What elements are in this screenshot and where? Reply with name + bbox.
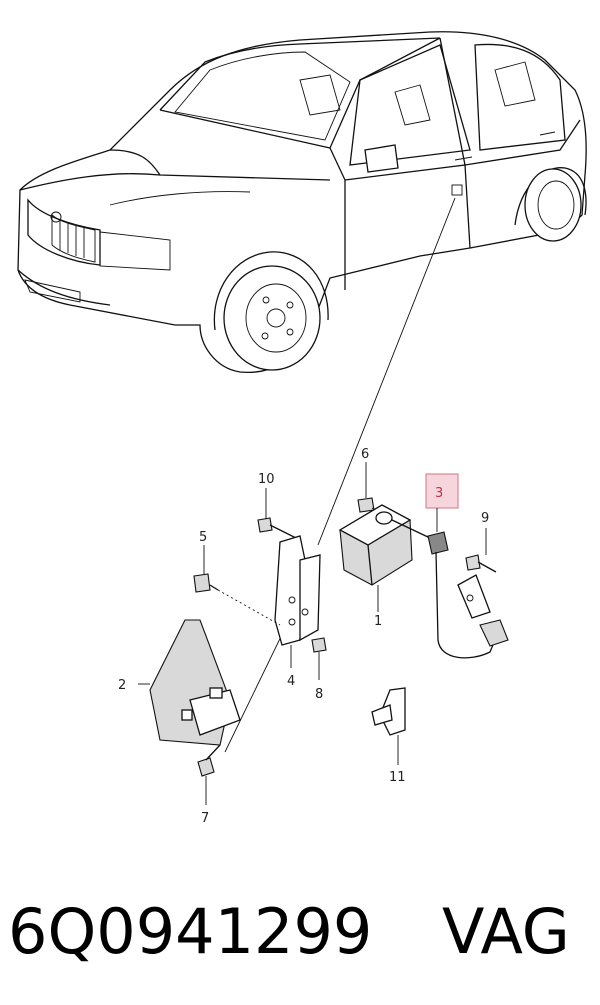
brand-label: VAG [442, 895, 570, 968]
bolt-10 [257, 488, 301, 541]
footer: 6Q0941299 VAG [0, 872, 600, 992]
clip-11 [371, 687, 406, 765]
callout-3: 3 [435, 486, 443, 501]
callout-2: 2 [118, 678, 126, 693]
callout-4: 4 [287, 674, 295, 689]
connection-line [317, 197, 456, 546]
part-number: 6Q0941299 [8, 895, 373, 968]
callout-8: 8 [315, 687, 323, 702]
car-illustration [17, 31, 587, 374]
callout-1: 1 [374, 614, 382, 629]
bolt-5 [193, 545, 281, 626]
bolt-9 [457, 528, 497, 619]
callout-11: 11 [389, 770, 406, 785]
callout-6: 6 [361, 447, 369, 462]
callout-7: 7 [201, 811, 209, 826]
callout-10: 10 [258, 472, 275, 487]
connection-line [224, 617, 291, 753]
callout-9: 9 [481, 511, 489, 526]
callout-5: 5 [199, 530, 207, 545]
nut-8 [311, 637, 327, 680]
level-sensor-1 [338, 504, 431, 612]
parts-diagram: 10 6 3 9 5 1 2 4 8 11 7 [17, 31, 587, 826]
bracket-4 [274, 535, 321, 668]
screw-7 [197, 744, 221, 805]
mount-2 [138, 619, 241, 746]
link-rod-3 [425, 473, 509, 659]
